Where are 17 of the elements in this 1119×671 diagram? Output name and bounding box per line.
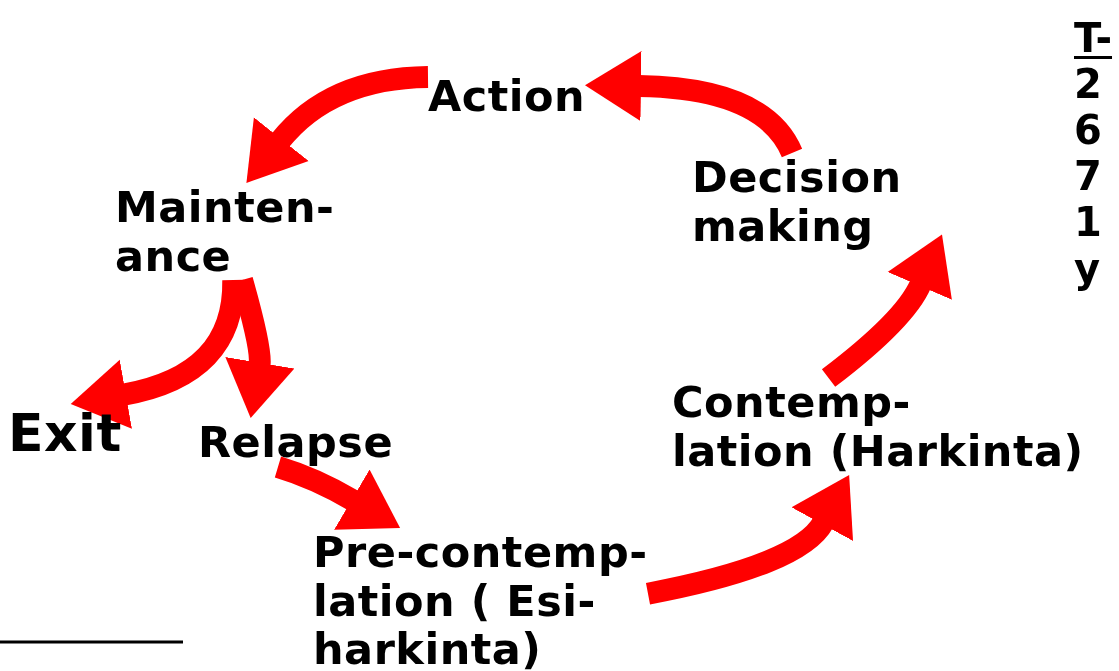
table-entry: 6 (1074, 110, 1102, 150)
curved-arrow (224, 277, 295, 419)
table-entry: 2 (1074, 64, 1102, 104)
curved-arrow (274, 456, 401, 530)
stage-label: Decision making (692, 153, 942, 251)
stage-label: Action (428, 72, 586, 121)
stage-label: Pre-contemp- lation ( Esi- harkinta) (313, 528, 648, 671)
table-entry: 7 (1074, 156, 1102, 196)
curved-arrow (645, 477, 854, 605)
table-heading: T- (1074, 18, 1112, 58)
stage-label: Relapse (198, 418, 394, 467)
curved-arrow (244, 65, 429, 182)
table-entry: 1 (1074, 202, 1102, 242)
stage-label: Contemp- lation (Harkinta) (672, 378, 1084, 476)
curved-arrow (821, 235, 952, 387)
stage-label: Exit (8, 404, 122, 463)
stage-label: Mainten- ance (115, 183, 335, 281)
